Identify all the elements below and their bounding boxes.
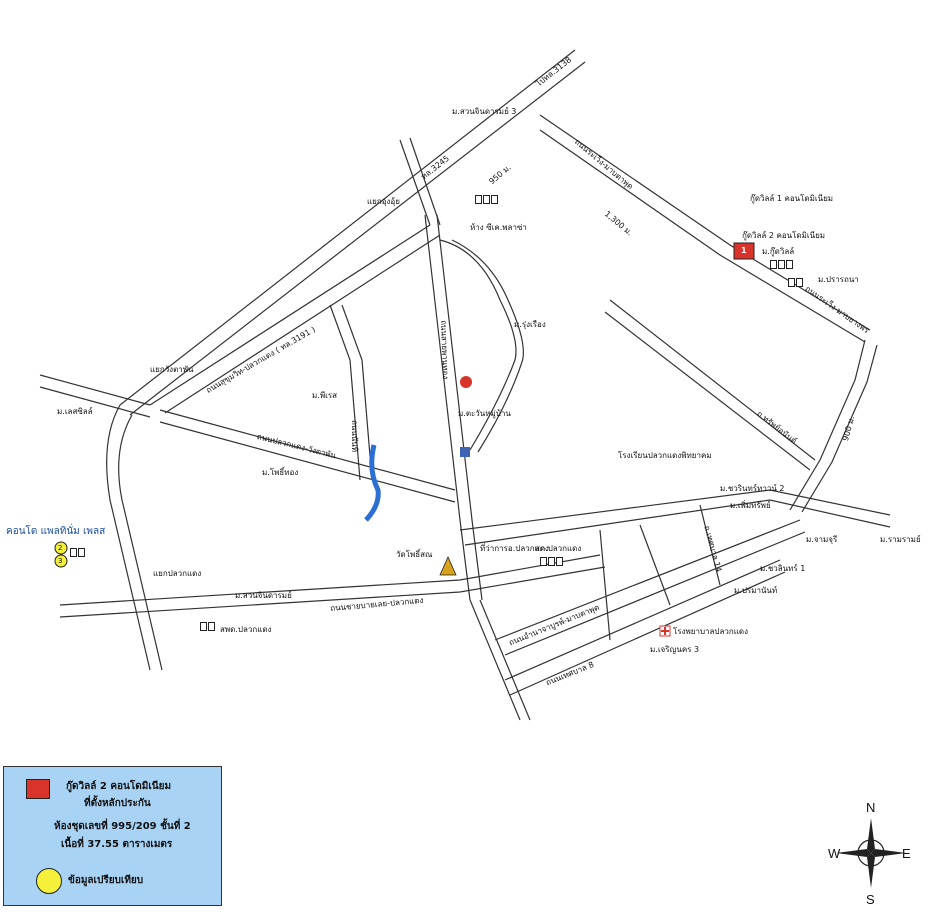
- place-label: โรงเรียนปลวกแดงพิทยาคม: [618, 451, 712, 460]
- building-icon: [70, 548, 85, 557]
- river: [364, 444, 381, 522]
- legend-line2: ที่ตั้งหลักประกัน: [84, 798, 151, 809]
- junction-plukdaeng: แยกปลวกแดง: [153, 569, 202, 578]
- place-label: ม.โพธิ์ทอง: [262, 468, 299, 477]
- place-label: ม.พีเรส: [312, 391, 338, 400]
- road-highway-3245-edge: [129, 61, 586, 416]
- place-label: ม.เพิ่มทรัพย์: [730, 501, 771, 510]
- place-label: ม.ตะวันหมู่บ้าน: [458, 409, 511, 418]
- building-icon: [770, 260, 793, 269]
- compass-icon: [836, 818, 906, 888]
- road-left-curve: [106, 404, 151, 671]
- building-icon: [540, 557, 563, 566]
- legend-title: กู๊ดวิลล์ 2 คอนโดมิเนียม: [66, 781, 172, 792]
- legend-box: กู๊ดวิลล์ 2 คอนโดมิเนียม ที่ตั้งหลักประก…: [3, 766, 222, 906]
- legend-compare-swatch: [36, 868, 62, 894]
- place-label: ม.กู๊ดวิลล์: [762, 247, 795, 256]
- place-label: กู๊ดวิลล์ 1 คอนโดมิเนียม: [750, 194, 834, 203]
- road-label-nanthi: ถนนนันทิ: [350, 420, 359, 452]
- building-icon: [788, 278, 803, 287]
- police-icon: [460, 376, 472, 388]
- shield-icon: [460, 447, 470, 457]
- place-label: สภ.ปลวกแดง: [535, 544, 582, 553]
- place-label: ม.รามรามย์: [880, 535, 921, 544]
- compare-marker-2-label: 2: [58, 544, 63, 552]
- road-phanthong: [424, 214, 471, 601]
- road-sukhumvit: [149, 224, 431, 406]
- place-label: ม.จามจุรี: [806, 535, 838, 544]
- building-icon: [475, 195, 498, 204]
- compass-s: S: [866, 892, 875, 907]
- subject-marker-label: 1: [741, 246, 747, 255]
- place-label: โรงพยาบาลปลวกแดง: [673, 627, 748, 636]
- subject-plot: [733, 242, 755, 260]
- compare-marker-3: [54, 554, 68, 568]
- place-label: ม.ปรมานันท์: [734, 586, 778, 595]
- legend-line4: เนื้อที่ 37.55 ตารางเมตร: [61, 839, 173, 850]
- compass-w: W: [828, 846, 841, 861]
- compass-rose: N S E W: [820, 800, 920, 910]
- place-label: ม.เจริญนคร 3: [650, 645, 700, 654]
- legend-line3: ห้องชุดเลขที่ 995/209 ชั้นที่ 2: [54, 821, 191, 832]
- condo-platinum-label: คอนโด แพลทินั่ม เพลส: [6, 526, 106, 537]
- place-label: ม.ปรารถนา: [818, 275, 859, 284]
- compass-n: N: [866, 800, 876, 815]
- place-label: สพด.ปลวกแดง: [220, 625, 272, 634]
- legend-compare-label: ข้อมูลเปรียบเทียบ: [68, 875, 144, 886]
- place-label: ม.สวนจินดารมย์ 3: [452, 107, 517, 116]
- temple-icon: [439, 556, 457, 576]
- road-highway-3245: [119, 49, 576, 406]
- place-label: ม.เลสซิลล์: [57, 407, 93, 416]
- compare-marker-2: [54, 541, 68, 555]
- compare-marker-3-label: 3: [58, 557, 63, 565]
- legend-subject-swatch: [26, 779, 50, 799]
- road-label-phanthong: ถนนสายพานทอง: [439, 319, 451, 380]
- road-plukdaeng-wangtaphan: [159, 409, 456, 491]
- road-loop: [439, 239, 517, 451]
- road-sapanan: [609, 299, 816, 461]
- place-label: ม.ชวรินทร์ทาวน์ 2: [720, 484, 785, 493]
- place-label: ม.ชวลินทร์ 1: [760, 564, 806, 573]
- building-icon: [200, 622, 215, 631]
- compass-e: E: [902, 846, 911, 861]
- place-label: ห้าง ซีเค.พลาซ่า: [470, 223, 527, 232]
- place-label: ที่ว่าการอ.ปลวกแดง: [480, 544, 549, 553]
- place-label: วัดโพธิ์สณ: [396, 550, 433, 559]
- place-label: ม.รุ่งเรือง: [514, 320, 546, 329]
- junction-wangtaphan: แยกวังตาพัน: [150, 365, 194, 374]
- place-label: กู๊ดวิลล์ 2 คอนโดมิเนียม: [742, 231, 826, 240]
- junction-ungui: แยกอุงอุ้ย: [367, 197, 400, 206]
- place-label: ม.สวนจินดารมย์: [235, 591, 292, 600]
